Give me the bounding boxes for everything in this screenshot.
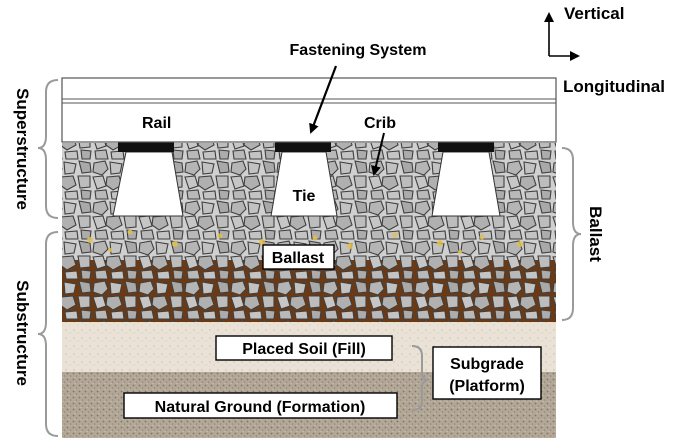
axis-vertical-label: Vertical [564,4,625,23]
ballast-brace [561,147,582,321]
subgrade-label-box [432,346,542,400]
superstructure-label: Superstructure [13,88,32,210]
fastening-system-arrow [309,65,338,134]
superstructure-brace [37,79,59,219]
fastening-system-label: Fastening System [290,42,427,59]
axis-indicator [544,12,580,61]
substructure-brace [37,231,59,437]
crib-label: Crib [364,115,396,132]
subgrade-label-line2: (Platform) [449,378,525,395]
placed-soil-label-box [215,335,393,361]
axis-longitudinal-label: Longitudinal [563,77,665,96]
subgrade-label-line1: Subgrade [450,356,524,373]
ballast-label-box [262,244,335,270]
natural-ground-label-box [123,392,398,419]
tie-right [431,151,501,217]
substructure-label: Substructure [13,280,32,386]
fastener-right [438,142,494,152]
fastener-center [275,142,331,152]
ballast-side-label: Ballast [586,206,605,262]
ballast-layer-label: Ballast [272,250,325,267]
crib-arrow [371,132,385,176]
tie-center [270,151,338,217]
natural-ground-label: Natural Ground (Formation) [155,399,366,416]
tie-label: Tie [293,188,316,205]
fastener-left [118,142,174,152]
placed-soil-label: Placed Soil (Fill) [242,341,366,358]
fouling-yellow-spots [87,229,523,254]
rail-label: Rail [142,115,171,132]
subgrade-bracket [411,345,429,411]
rail [61,77,557,143]
